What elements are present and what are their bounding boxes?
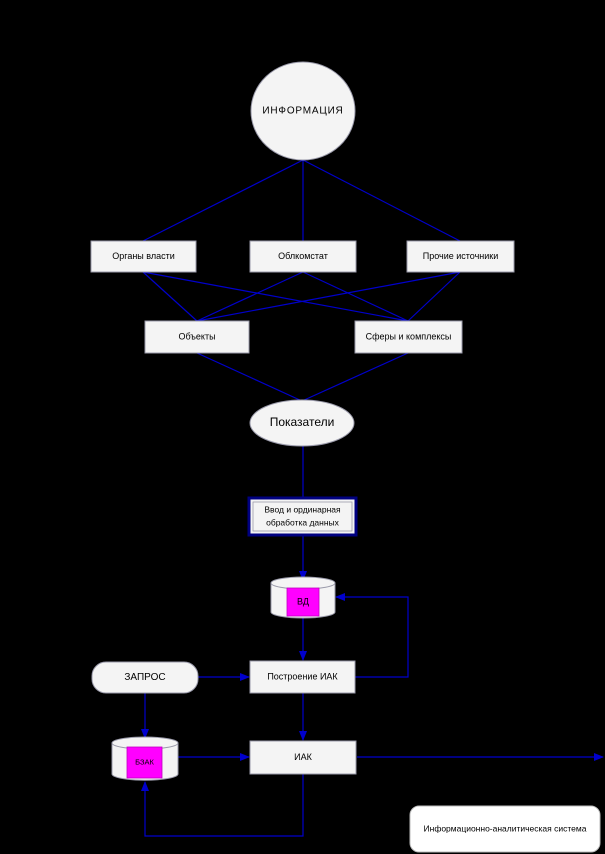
objects-label: Объекты bbox=[178, 331, 215, 341]
edge-organs-spheres bbox=[142, 271, 409, 322]
oblkomstat-label: Облкомстат bbox=[278, 251, 328, 261]
build-iak-node: Построение ИАК bbox=[249, 660, 356, 694]
build-iak-label: Построение ИАК bbox=[267, 671, 338, 681]
edges bbox=[141, 159, 604, 837]
spheres-label: Сферы и комплексы bbox=[366, 331, 452, 341]
oblkomstat-node: Облкомстат bbox=[249, 240, 357, 273]
vd-label: ВД bbox=[297, 596, 309, 606]
request-label: ЗАПРОС bbox=[124, 672, 165, 683]
edge-iak-bzak-loop bbox=[141, 774, 304, 837]
bzak-database-node: БЗАК bbox=[111, 736, 179, 781]
edge-spheres-indicators bbox=[301, 352, 409, 402]
legend-label: Информационно-аналитическая система bbox=[424, 823, 587, 833]
edge-info-other bbox=[302, 159, 461, 242]
organs-node: Органы власти bbox=[90, 240, 197, 273]
edge-build-vd-loop bbox=[335, 593, 409, 678]
edge-objects-indicators bbox=[196, 352, 303, 402]
iak-node: ИАК bbox=[249, 740, 357, 775]
organs-label: Органы власти bbox=[112, 251, 175, 261]
edge-other-spheres bbox=[407, 271, 461, 322]
edge-oblkomstat-spheres bbox=[302, 271, 409, 322]
indicators-node: Показатели bbox=[249, 399, 355, 447]
other-sources-node: Прочие источники bbox=[406, 240, 515, 273]
input-processing-node: Ввод и ординарная обработка данных bbox=[247, 496, 358, 537]
objects-node: Объекты bbox=[144, 320, 250, 354]
indicators-label: Показатели bbox=[270, 415, 335, 429]
edge-other-objects bbox=[196, 271, 461, 322]
vd-database-node: ВД bbox=[270, 576, 336, 619]
input-processing-label-line1: Ввод и ординарная bbox=[264, 504, 341, 514]
spheres-node: Сферы и комплексы bbox=[354, 320, 463, 354]
bzak-label: БЗАК bbox=[135, 757, 154, 766]
request-node: ЗАПРОС bbox=[91, 661, 199, 694]
iak-label: ИАК bbox=[294, 752, 312, 762]
info-label: ИНФОРМАЦИЯ bbox=[262, 106, 343, 117]
other-sources-label: Прочие источники bbox=[423, 251, 499, 261]
input-processing-label-line2: обработка данных bbox=[266, 517, 340, 527]
edge-info-organs bbox=[142, 159, 304, 242]
info-node: ИНФОРМАЦИЯ bbox=[250, 61, 356, 161]
legend-node: Информационно-аналитическая система bbox=[409, 805, 601, 853]
edge-oblkomstat-objects bbox=[196, 271, 304, 322]
edge-organs-objects bbox=[142, 271, 198, 322]
